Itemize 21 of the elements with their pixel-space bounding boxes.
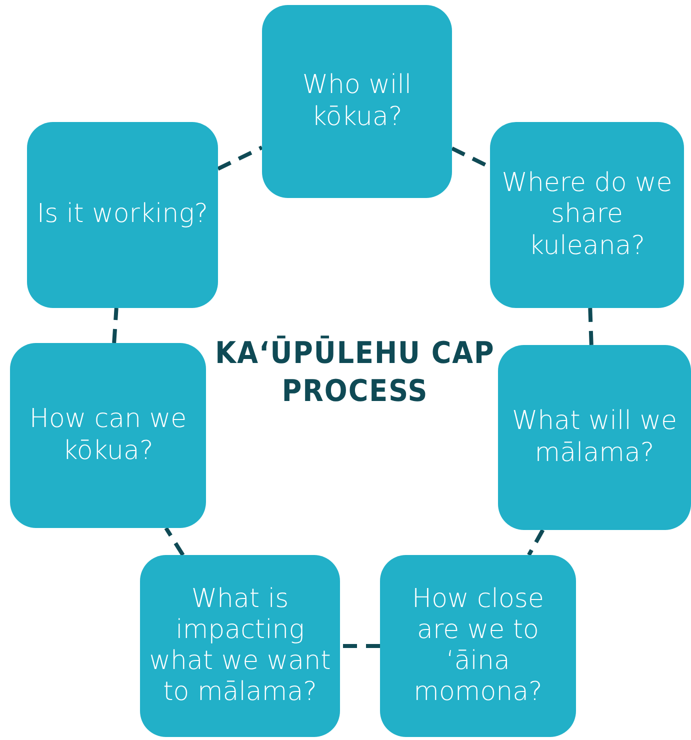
question-text: What is impacting what we want to mālama? bbox=[148, 584, 332, 708]
dashed-connector bbox=[340, 644, 380, 648]
dashed-connector bbox=[112, 308, 118, 344]
diagram-title: KAʻŪPŪLEHU CAP PROCESS bbox=[214, 335, 496, 410]
dashed-connector bbox=[527, 529, 545, 556]
question-text: How close are we to ʻāina momona? bbox=[411, 584, 545, 708]
dashed-connector bbox=[588, 308, 594, 346]
dashed-connector bbox=[164, 526, 185, 556]
question-text: How can we kōkua? bbox=[28, 404, 188, 467]
question-text: Who will kōkua? bbox=[301, 70, 413, 133]
question-box bbox=[140, 555, 340, 737]
question-box bbox=[498, 345, 691, 530]
question-box bbox=[490, 122, 684, 308]
question-text: Where do we share kuleana? bbox=[500, 168, 674, 262]
question-box bbox=[262, 5, 452, 198]
dashed-connector bbox=[217, 146, 263, 171]
question-box bbox=[380, 555, 576, 737]
question-box bbox=[10, 343, 206, 528]
question-text: What will we mālama? bbox=[510, 406, 678, 469]
question-box bbox=[27, 122, 218, 308]
question-text: Is it working? bbox=[36, 199, 208, 231]
